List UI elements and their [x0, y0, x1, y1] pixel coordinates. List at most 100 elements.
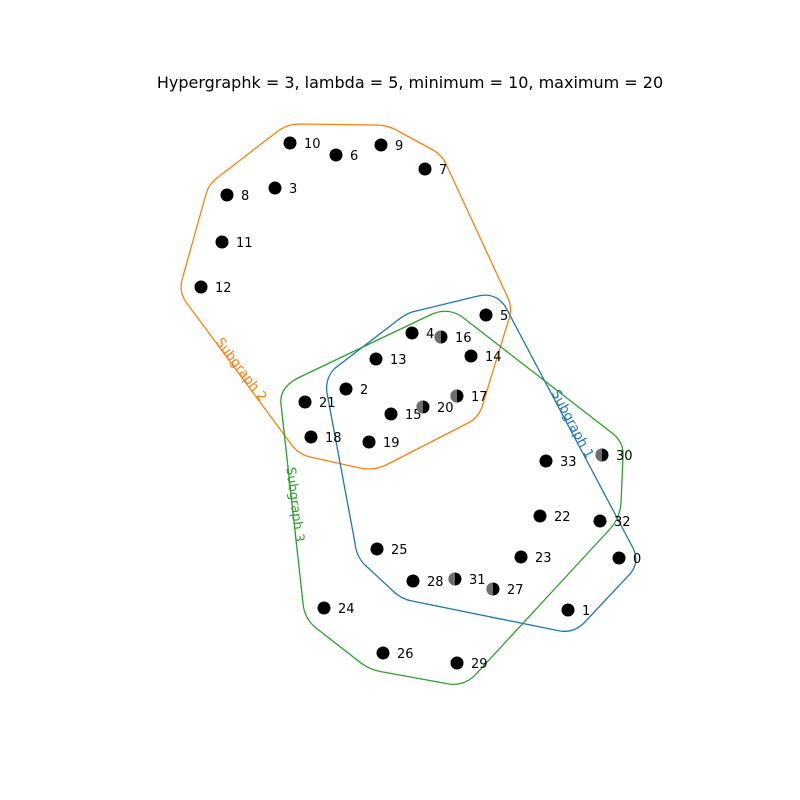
node-8: 8	[220, 188, 249, 204]
node-marker	[561, 603, 575, 617]
node-label: 25	[391, 543, 408, 558]
node-marker-shade	[450, 389, 457, 403]
node-9: 9	[374, 138, 403, 154]
node-marker	[362, 435, 376, 449]
node-1: 1	[561, 603, 590, 619]
node-12: 12	[194, 280, 232, 296]
node-label: 9	[395, 139, 403, 154]
node-marker	[384, 407, 398, 421]
node-label: 33	[560, 455, 577, 470]
diagram-title: Hypergraphk = 3, lambda = 5, minimum = 1…	[157, 73, 663, 92]
node-label: 18	[325, 431, 342, 446]
node-label: 26	[397, 647, 414, 662]
node-marker	[406, 574, 420, 588]
node-2: 2	[339, 382, 368, 398]
node-22: 22	[533, 509, 571, 525]
node-label: 10	[304, 137, 321, 152]
node-label: 32	[614, 515, 631, 530]
node-label: 19	[383, 436, 400, 451]
node-label: 14	[485, 350, 502, 365]
node-11: 11	[215, 235, 253, 251]
node-marker	[329, 148, 343, 162]
node-label: 7	[439, 163, 447, 178]
node-4: 4	[405, 326, 434, 342]
node-label: 29	[471, 657, 488, 672]
node-marker	[405, 326, 419, 340]
node-label: 22	[554, 510, 571, 525]
node-marker	[374, 138, 388, 152]
node-marker-shade	[448, 572, 455, 586]
node-5: 5	[479, 308, 508, 324]
node-label: 30	[616, 449, 633, 464]
node-29: 29	[450, 656, 488, 672]
node-marker	[220, 188, 234, 202]
node-20: 20	[416, 400, 454, 416]
node-16: 16	[434, 330, 472, 346]
node-label: 8	[241, 189, 249, 204]
subgraph-3-hull	[280, 310, 624, 685]
node-21: 21	[298, 395, 336, 411]
subgraph-1-label: Subgraph 1	[548, 388, 597, 461]
node-label: 31	[469, 573, 486, 588]
node-label: 4	[426, 327, 434, 342]
node-32: 32	[593, 514, 631, 530]
node-30: 30	[595, 448, 633, 464]
node-25: 25	[370, 542, 408, 558]
node-marker	[317, 601, 331, 615]
node-label: 15	[405, 408, 422, 423]
node-label: 28	[427, 575, 444, 590]
node-label: 5	[500, 309, 508, 324]
node-label: 21	[319, 396, 336, 411]
node-0: 0	[612, 551, 641, 567]
node-marker	[612, 551, 626, 565]
node-label: 11	[236, 236, 253, 251]
node-label: 23	[535, 551, 552, 566]
node-marker	[370, 542, 384, 556]
node-marker	[304, 430, 318, 444]
node-10: 10	[283, 136, 321, 152]
node-label: 2	[360, 383, 368, 398]
node-marker	[376, 646, 390, 660]
node-14: 14	[464, 349, 502, 365]
node-marker-shade	[416, 400, 423, 414]
node-marker	[369, 352, 383, 366]
node-label: 12	[215, 281, 232, 296]
node-31: 31	[448, 572, 486, 588]
subgraph-2-hull	[180, 123, 512, 470]
subgraph-3-label: Subgraph 3	[282, 466, 306, 542]
node-label: 3	[289, 182, 297, 197]
node-marker	[339, 382, 353, 396]
node-27: 27	[486, 582, 524, 598]
node-13: 13	[369, 352, 407, 368]
node-marker	[533, 509, 547, 523]
node-marker-shade	[595, 448, 602, 462]
node-label: 13	[390, 353, 407, 368]
node-label: 16	[455, 331, 472, 346]
node-6: 6	[329, 148, 358, 164]
node-marker-shade	[486, 582, 493, 596]
node-marker	[450, 656, 464, 670]
node-marker	[194, 280, 208, 294]
subgraph-1-hull	[326, 294, 637, 632]
node-label: 20	[437, 401, 454, 416]
node-marker	[298, 395, 312, 409]
node-label: 24	[338, 602, 355, 617]
subgraph-hulls	[180, 123, 637, 685]
node-15: 15	[384, 407, 422, 423]
node-label: 6	[350, 149, 358, 164]
node-marker	[464, 349, 478, 363]
node-marker	[514, 550, 528, 564]
node-7: 7	[418, 162, 447, 178]
node-label: 27	[507, 583, 524, 598]
node-marker-shade	[434, 330, 441, 344]
node-33: 33	[539, 454, 577, 470]
node-label: 1	[582, 604, 590, 619]
subgraph-2-label: Subgraph 2	[212, 335, 269, 404]
node-marker	[539, 454, 553, 468]
node-19: 19	[362, 435, 400, 451]
node-marker	[215, 235, 229, 249]
node-3: 3	[268, 181, 297, 197]
node-marker	[283, 136, 297, 150]
